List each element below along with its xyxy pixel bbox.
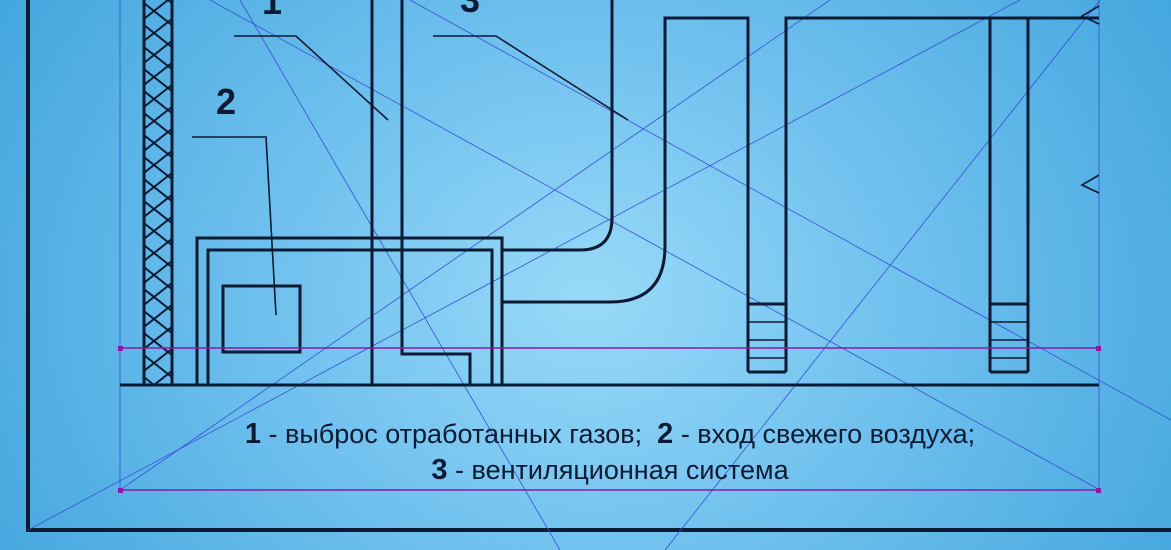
legend-text-1: - выброс отработанных газов; [260, 419, 643, 449]
callout-2: 2 [216, 81, 236, 122]
legend: 1 - выброс отработанных газов; 2 - вход … [122, 416, 1098, 488]
edge-ticks [1080, 5, 1100, 194]
ventilation-duct [502, 0, 750, 372]
legend-line-2: 3 - вентиляционная система [122, 452, 1098, 488]
legend-number-1: 1 [244, 418, 261, 450]
duct-column-a [748, 16, 1028, 374]
hatched-wall [142, 0, 174, 385]
selection-frame [118, 346, 1101, 493]
engine-housing [195, 236, 504, 385]
legend-text-3: - вентиляционная система [447, 455, 789, 485]
duct-column-b [988, 16, 1099, 374]
legend-text-2: - вход свежего воздуха; [673, 419, 976, 449]
exhaust-pipe [370, 0, 472, 385]
legend-number-3: 3 [431, 454, 448, 486]
legend-line-1: 1 - выброс отработанных газов; 2 - вход … [122, 416, 1098, 452]
legend-number-2: 2 [657, 418, 674, 450]
callout-1: 1 [262, 0, 282, 22]
leader-lines [192, 35, 629, 316]
callout-3: 3 [460, 0, 480, 20]
